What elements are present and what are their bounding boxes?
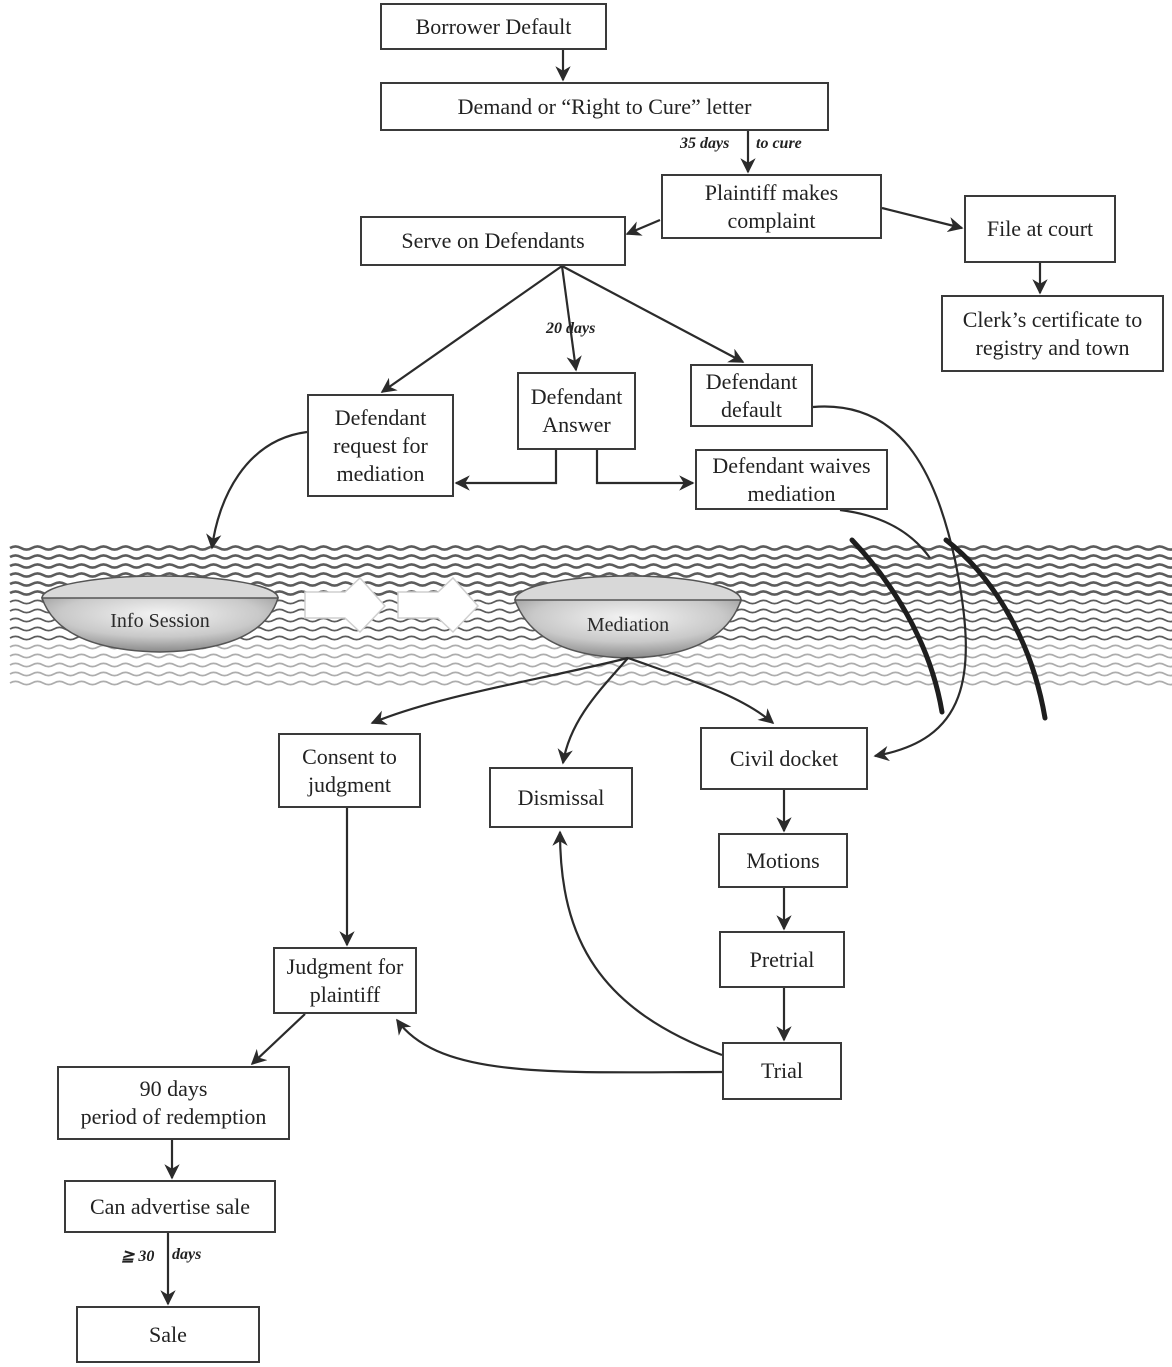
node-redemption: 90 days period of redemption: [57, 1066, 290, 1140]
info-session-boat: [40, 575, 280, 653]
edge-serve-to-request: [380, 265, 563, 393]
node-sale: Sale: [76, 1306, 260, 1363]
edge-mediation-to-docket: [627, 656, 775, 724]
edge-request-to-info: [206, 430, 308, 550]
wave-line: [9, 545, 1172, 551]
edge-trial-to-judgment: [396, 1018, 723, 1074]
node-consent-judgment: Consent to judgment: [278, 733, 421, 808]
edge-serve-to-answer: [560, 265, 582, 372]
edge-label-sale-days-suffix: days: [172, 1246, 202, 1263]
edge-complaint-to-serve: [625, 218, 661, 236]
edge-default-to-docket: [812, 405, 967, 762]
mediation-boat: [513, 575, 743, 659]
edge-mediation-to-consent: [370, 656, 629, 725]
edge-label-cure-suffix: to cure: [756, 135, 802, 152]
node-waives-mediation: Defendant waives mediation: [695, 449, 888, 510]
edge-label-cure-days: 35 days: [680, 135, 730, 152]
boat-transfer-arrows: [304, 576, 480, 634]
wave-line: [9, 671, 1172, 677]
edge-judgment-to-redemption: [250, 1013, 306, 1066]
node-demand-letter: Demand or “Right to Cure” letter: [380, 82, 829, 131]
node-request-mediation: Defendant request for mediation: [307, 394, 454, 497]
node-clerk-certificate: Clerk’s certificate to registry and town: [941, 295, 1164, 372]
wave-line: [9, 680, 1172, 686]
node-plaintiff-complaint: Plaintiff makes complaint: [661, 174, 882, 239]
node-pretrial: Pretrial: [719, 931, 845, 988]
node-serve-defendants: Serve on Defendants: [360, 216, 626, 266]
node-dismissal: Dismissal: [489, 767, 633, 828]
mediation-label: Mediation: [586, 614, 670, 636]
wave-line: [9, 653, 1172, 659]
wake-curves: [849, 537, 1048, 721]
edge-mediation-to-dismissal: [557, 657, 629, 765]
node-trial: Trial: [722, 1042, 842, 1100]
edge-label-answer-days: 20 days: [546, 320, 596, 337]
boat-shapes: [40, 575, 743, 659]
edge-label-sale-days-prefix: ≧ 30: [121, 1248, 155, 1265]
edge-answer-to-request: [454, 450, 558, 491]
node-judgment-plaintiff: Judgment for plaintiff: [273, 947, 417, 1014]
edge-answer-to-waives: [595, 450, 695, 491]
edges: [160, 50, 1048, 1306]
node-defendant-answer: Defendant Answer: [517, 372, 636, 450]
edge-serve-to-default: [561, 265, 745, 363]
wave-line: [9, 662, 1172, 668]
node-civil-docket: Civil docket: [700, 727, 868, 790]
info-session-label: Info Session: [110, 610, 210, 632]
edge-complaint-to-file: [881, 206, 964, 233]
wave-line: [9, 554, 1172, 560]
node-advertise-sale: Can advertise sale: [64, 1180, 276, 1233]
node-motions: Motions: [718, 833, 848, 888]
node-borrower-default: Borrower Default: [380, 3, 607, 50]
node-file-at-court: File at court: [964, 195, 1116, 263]
edge-trial-to-dismissal: [552, 830, 723, 1057]
node-defendant-default: Defendant default: [690, 364, 813, 427]
wave-line: [9, 563, 1172, 569]
edge-waives-curve: [839, 508, 931, 559]
